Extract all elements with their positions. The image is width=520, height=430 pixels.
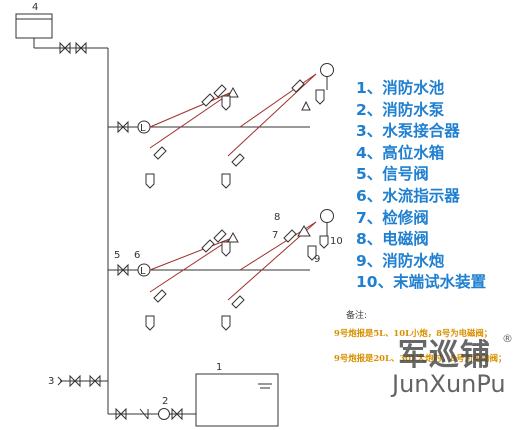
legend-item: 2、消防水泵 <box>356 100 445 119</box>
tag-pump: 2 <box>162 396 168 407</box>
upper-signal-valve <box>117 120 129 134</box>
watermark-logo-en: JunXunPu <box>392 370 506 398</box>
solenoid-valve <box>297 225 311 237</box>
note-line-1: 9号炮报是5L、10L小炮，8号为电磁阀； <box>334 328 493 338</box>
fire-monitor <box>307 245 317 261</box>
tag-connector: 3 <box>48 376 54 387</box>
lower-indicator-letter: L <box>140 266 146 277</box>
lower-monitor-gauge <box>320 209 334 223</box>
high-tank <box>15 13 53 39</box>
fire-pool <box>195 373 279 427</box>
tag-monitor: 9 <box>314 254 320 265</box>
legend-item: 6、水流指示器 <box>356 186 460 205</box>
tag-solenoid: 8 <box>274 212 280 223</box>
tag-maint-valve: 7 <box>272 230 278 241</box>
legend-item: 7、检修阀 <box>356 208 429 227</box>
legend-item: 1、消防水池 <box>356 79 445 97</box>
fire-pump <box>158 408 170 420</box>
legend-item: 9、消防水炮 <box>356 251 445 270</box>
connector-valve <box>69 374 81 388</box>
test-device <box>319 235 329 249</box>
legend-item: 5、信号阀 <box>356 165 429 184</box>
maint-valve <box>283 229 297 243</box>
tag-test-device: 10 <box>330 236 343 247</box>
upper-indicator-letter: L <box>140 123 146 134</box>
watermark-registered-mark: ® <box>502 332 513 345</box>
watermark-logo-cn: 军巡铺 <box>398 338 491 373</box>
tag-signal-valve: 5 <box>114 250 120 261</box>
upper-monitor-gauge <box>320 63 334 77</box>
pump-valve <box>115 407 127 421</box>
lower-signal-valve <box>117 263 129 277</box>
notes-title: 备注: <box>346 311 368 321</box>
legend-item: 4、高位水箱 <box>356 143 445 162</box>
note-line-2: 9号炮报是20L、30L大炮时，8号为电动阀； <box>334 353 507 363</box>
legend-item: 8、电磁阀 <box>356 230 429 249</box>
legend: 1、消防水池 2、消防水泵 3、水泵接合器 4、高位水箱 5、信号阀 6、水流指… <box>356 78 486 294</box>
legend-item: 3、水泵接合器 <box>356 122 460 141</box>
tag-flow-indicator: 6 <box>134 250 140 261</box>
legend-item: 10、末端试水装置 <box>356 273 487 292</box>
tag-pool: 1 <box>216 362 222 373</box>
tag-tank-top: 4 <box>32 2 38 13</box>
tank-valve <box>59 41 71 55</box>
